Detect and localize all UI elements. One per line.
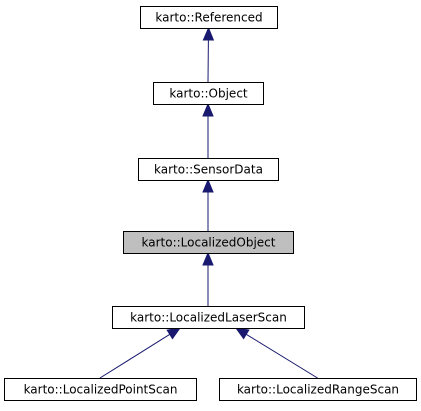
class-label-localizedlaserscan: karto::LocalizedLaserScan (130, 311, 287, 325)
class-label-referenced: karto::Referenced (155, 11, 262, 25)
class-label-localizedpointscan: karto::LocalizedPointScan (24, 383, 178, 397)
class-box-object[interactable] (153, 82, 264, 105)
arrowhead-object-to-referenced (202, 26, 215, 41)
arrowhead-localizedobject-to-sensordata (202, 178, 214, 193)
edges-layer (99, 26, 318, 379)
nodes-layer: karto::Referencedkarto::Objectkarto::Sen… (4, 6, 417, 401)
class-box-localizedlaserscan[interactable] (112, 306, 305, 329)
class-label-localizedobject: karto::LocalizedObject (142, 236, 276, 250)
class-label-localizedrangescan: karto::LocalizedRangeScan (237, 383, 399, 397)
class-label-object: karto::Object (169, 87, 248, 101)
edge-localizedrangescan-to-localizedlaserscan (245, 333, 318, 379)
edge-localizedpointscan-to-localizedlaserscan (99, 333, 171, 379)
class-node-localizedrangescan[interactable]: karto::LocalizedRangeScan (219, 378, 417, 401)
class-label-sensordata: karto::SensorData (154, 163, 263, 177)
class-node-localizedpointscan[interactable]: karto::LocalizedPointScan (4, 378, 197, 401)
class-node-sensordata[interactable]: karto::SensorData (138, 158, 279, 181)
class-box-sensordata[interactable] (138, 158, 279, 181)
arrowhead-sensordata-to-object (202, 102, 214, 117)
class-node-object[interactable]: karto::Object (153, 82, 264, 105)
class-node-referenced[interactable]: karto::Referenced (140, 6, 278, 29)
class-box-referenced[interactable] (140, 6, 278, 29)
class-box-localizedpointscan[interactable] (4, 378, 197, 401)
arrowhead-localizedrangescan-to-localizedlaserscan (234, 327, 250, 340)
class-box-localizedrangescan[interactable] (219, 378, 417, 401)
arrowhead-localizedpointscan-to-localizedlaserscan (166, 327, 182, 340)
arrowhead-localizedlaserscan-to-localizedobject (202, 251, 214, 266)
class-node-localizedobject: karto::LocalizedObject (123, 231, 294, 254)
class-box-localizedobject (123, 231, 294, 254)
class-node-localizedlaserscan[interactable]: karto::LocalizedLaserScan (112, 306, 305, 329)
